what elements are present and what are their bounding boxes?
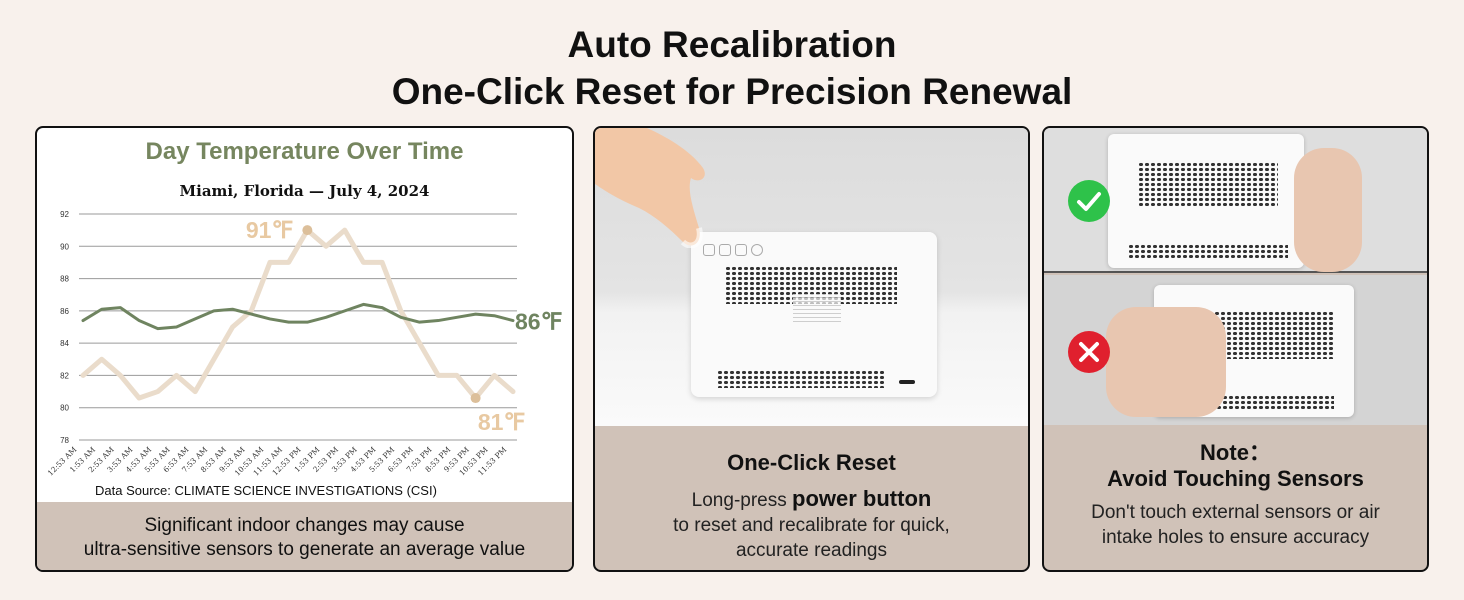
y-tick-label: 86	[60, 307, 69, 316]
usb-port-icon	[899, 380, 915, 384]
page-title: Auto Recalibration	[567, 24, 897, 65]
reset-heading: One-Click Reset	[727, 450, 896, 475]
actual-temperature-line	[80, 227, 516, 401]
reset-description: Long-press power button to reset and rec…	[595, 486, 1028, 563]
device-buttons	[703, 244, 765, 256]
bottom-vent	[1128, 244, 1288, 258]
y-tick-label: 80	[60, 404, 69, 413]
note-description: Don't touch external sensors or air inta…	[1044, 500, 1427, 550]
y-tick-label: 84	[60, 339, 69, 348]
correct-handling-photo	[1044, 128, 1427, 273]
sensor-note-panel: Note： Avoid Touching Sensors Don't touch…	[1042, 126, 1429, 572]
finger-pressing-icon	[595, 128, 705, 248]
annotation-point	[470, 393, 481, 404]
hand-covering-sensor	[1106, 307, 1226, 417]
y-tick-label: 88	[60, 275, 69, 284]
average-annotation: 86℉	[515, 309, 562, 335]
low-annotation: 81℉	[478, 409, 525, 435]
button-icon	[735, 244, 747, 256]
chart-caption-line2: ultra-sensitive sensors to generate an a…	[83, 539, 526, 560]
sensor-average-line	[81, 302, 515, 331]
note-description-line2: intake holes to ensure accuracy	[1101, 527, 1370, 548]
reset-description-line2: to reset and recalibrate for quick,	[673, 515, 950, 536]
note-heading-line2: Avoid Touching Sensors	[1107, 466, 1364, 491]
reset-panel: One-Click Reset Long-press power button …	[593, 126, 1030, 572]
device-label-sticker	[793, 294, 841, 322]
reset-description-line1: Long-press power button	[595, 486, 1028, 513]
reset-photo	[595, 128, 1028, 426]
reset-description-pre: Long-press	[691, 490, 793, 511]
y-tick-label: 90	[60, 242, 69, 251]
hand-holding-edge	[1294, 148, 1362, 272]
chart-source: Data Source: CLIMATE SCIENCE INVESTIGATI…	[95, 483, 437, 498]
chart-title: Day Temperature Over Time	[145, 138, 464, 165]
power-button-label: power button	[792, 486, 932, 511]
note-heading: Note： Avoid Touching Sensors	[1044, 440, 1427, 492]
peak-annotation: 91℉	[246, 217, 293, 243]
chart-panel: Day Temperature Over Time Miami, Florida…	[35, 126, 574, 572]
note-description-line1: Don't touch external sensors or air	[1091, 502, 1380, 523]
y-tick-label: 78	[60, 436, 69, 445]
note-heading-line1: Note：	[1200, 440, 1271, 465]
chart-caption-line1: Significant indoor changes may cause	[144, 515, 465, 536]
cross-icon	[1068, 331, 1110, 373]
page-subtitle: One-Click Reset for Precision Renewal	[391, 71, 1073, 112]
power-button-icon	[703, 244, 715, 256]
sensor-vent	[1138, 162, 1278, 206]
button-icon	[719, 244, 731, 256]
button-icon	[751, 244, 763, 256]
chart-subtitle: Miami, Florida — July 4, 2024	[179, 182, 430, 200]
y-tick-label: 92	[60, 210, 69, 219]
chart-caption: Significant indoor changes may cause ult…	[37, 502, 572, 570]
bottom-vent	[717, 370, 885, 388]
y-tick-label: 82	[60, 371, 69, 380]
reset-description-line3: accurate readings	[735, 540, 888, 561]
annotation-point	[302, 225, 313, 236]
check-icon	[1068, 180, 1110, 222]
incorrect-handling-photo	[1044, 275, 1427, 425]
air-monitor-device	[1108, 134, 1304, 268]
air-monitor-device	[691, 232, 937, 397]
